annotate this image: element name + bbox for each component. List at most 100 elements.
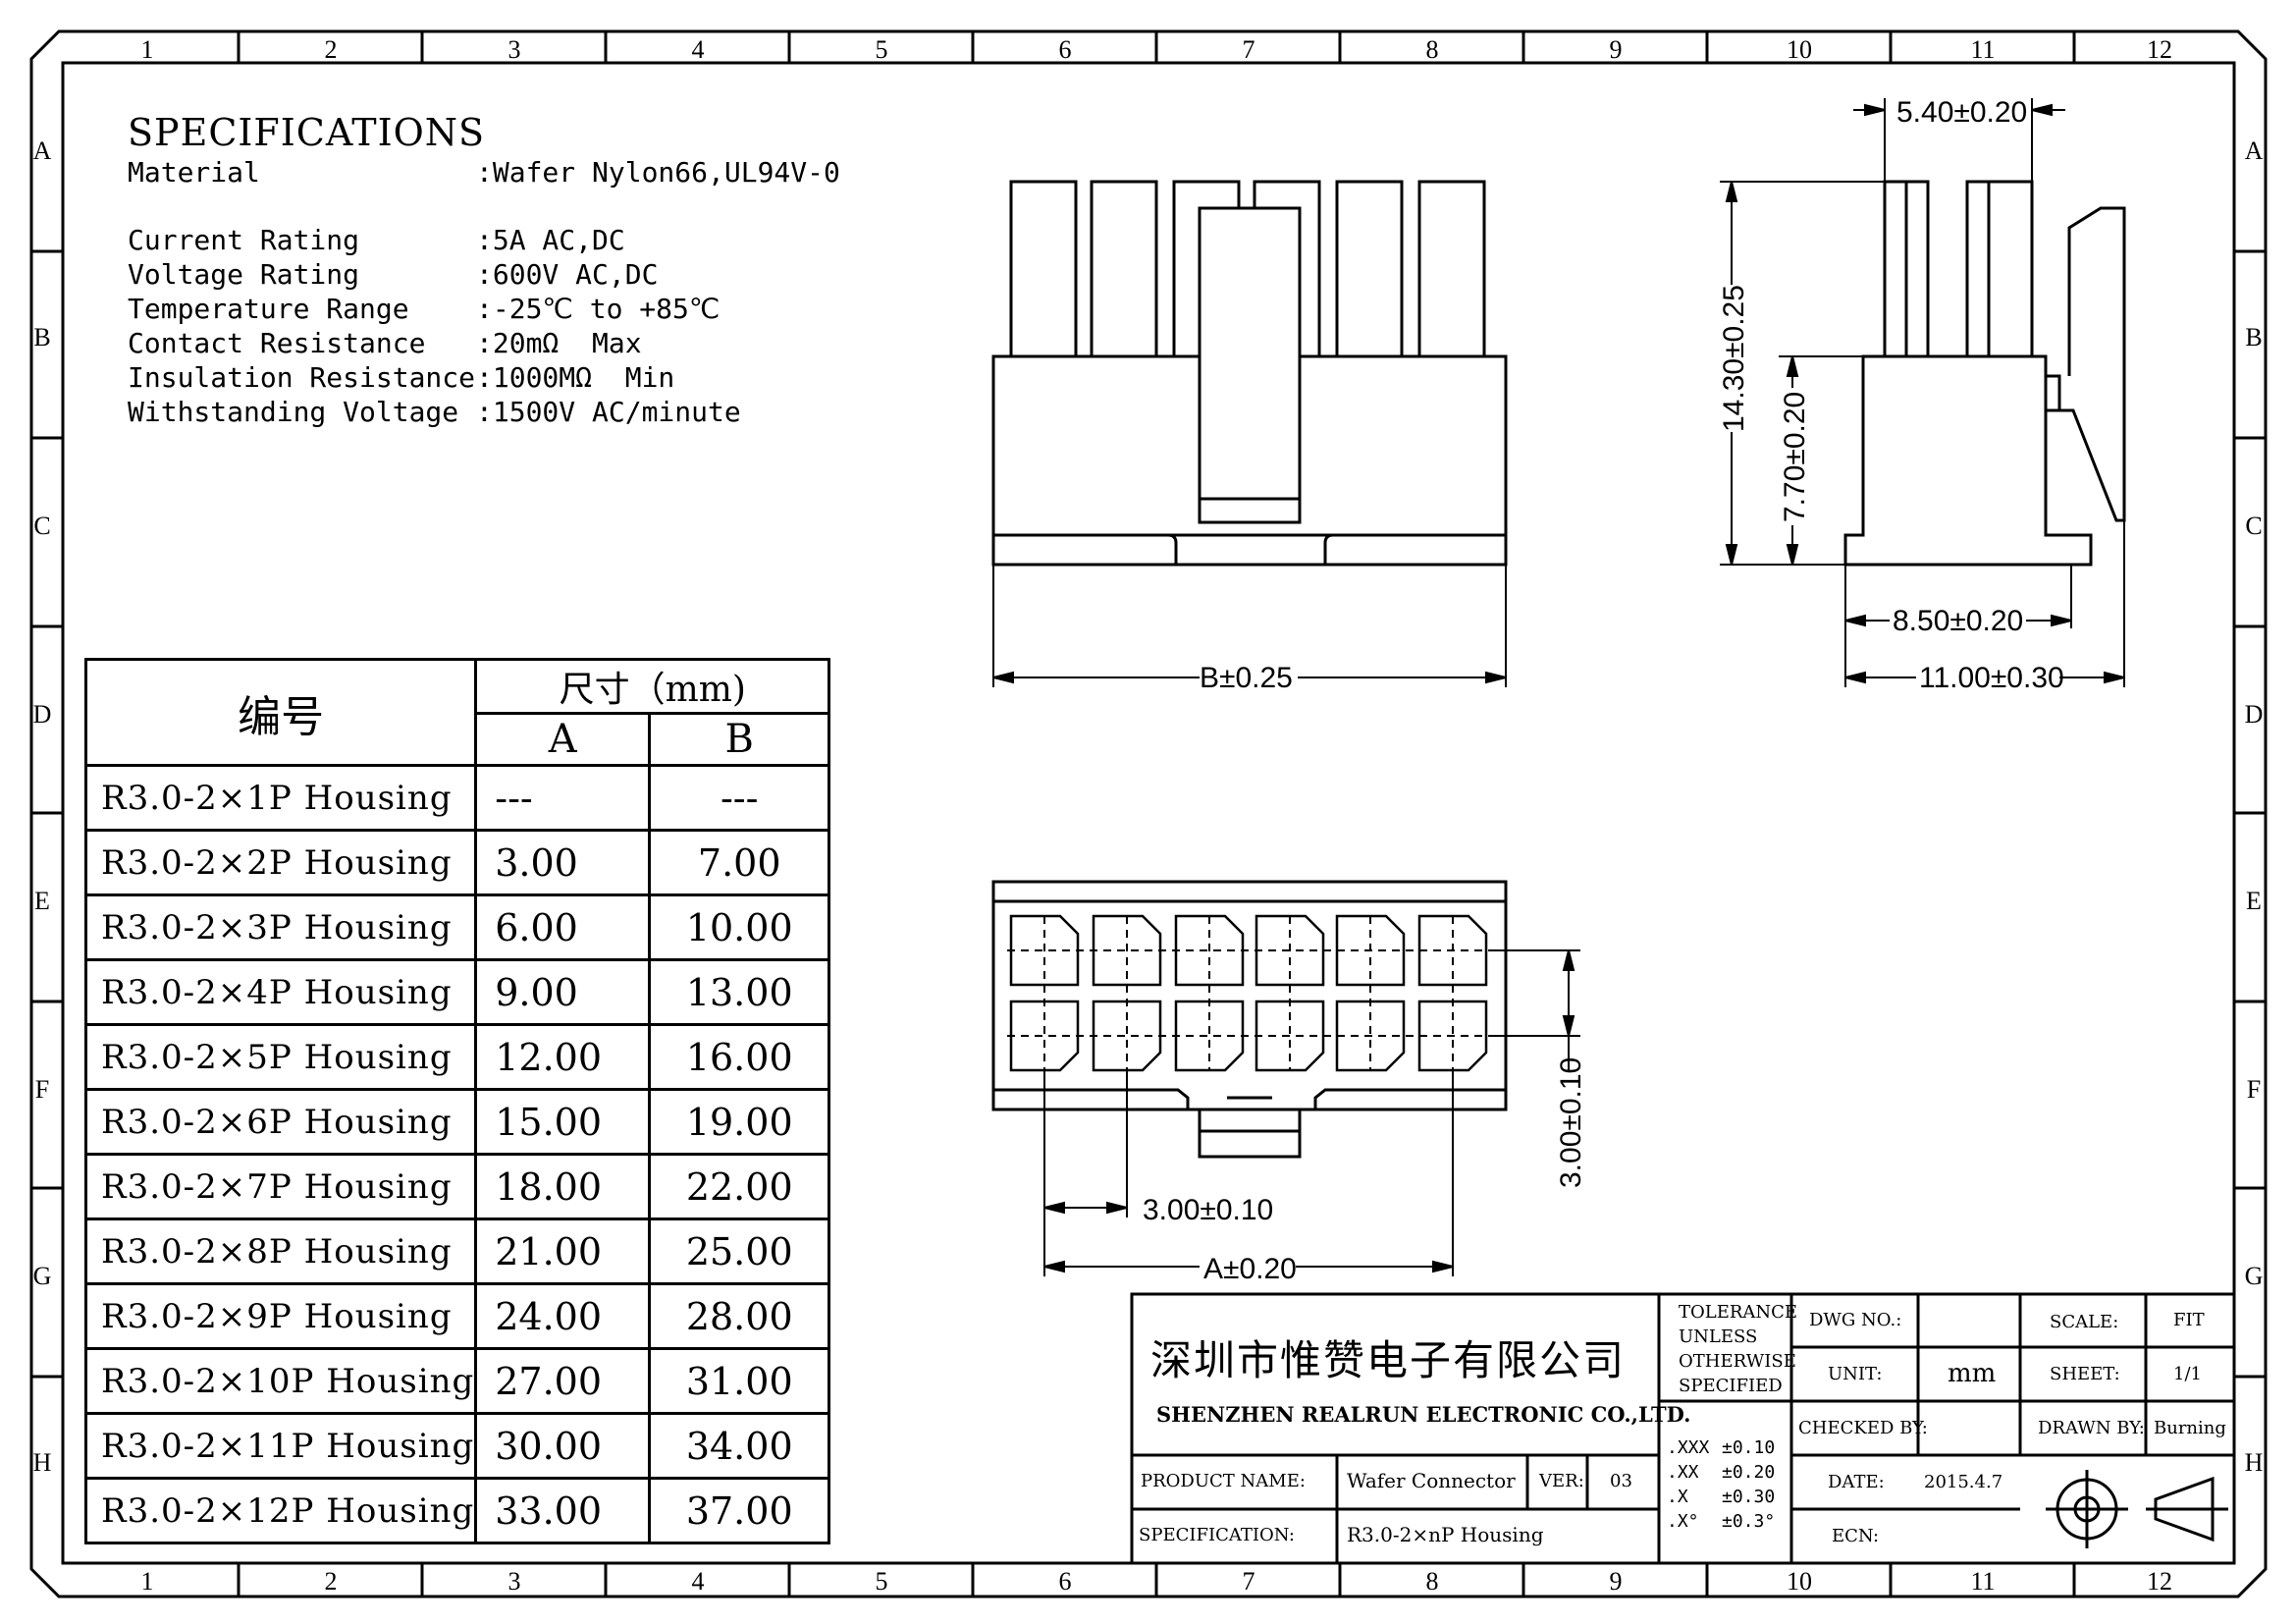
tolerance-heading: TOLERANCE UNLESS OTHERWISE SPECIFIED bbox=[1679, 1300, 1797, 1398]
spec-value: :1500V AC/minute bbox=[476, 396, 741, 428]
spec-value: :-25℃ to +85℃ bbox=[476, 293, 721, 325]
row-label-right-a: A bbox=[2245, 136, 2264, 165]
housing-name: R3.0-2×1P Housing bbox=[83, 764, 478, 832]
bottom-view-cavities bbox=[1009, 914, 1488, 1072]
housing-name: R3.0-2×2P Housing bbox=[83, 829, 478, 896]
tolerance-value: ±0.10 bbox=[1722, 1437, 1776, 1458]
tolerance-key: .X bbox=[1667, 1487, 1688, 1507]
date-value: 2015.4.7 bbox=[1924, 1472, 2003, 1492]
dim-side-width-inner: 8.50±0.20 bbox=[1893, 605, 2023, 637]
spec-value: :600V AC,DC bbox=[476, 258, 659, 291]
specifications-title: SPECIFICATIONS bbox=[128, 111, 486, 154]
col-label-bottom-3: 3 bbox=[508, 1567, 521, 1596]
spec-label: Current Rating bbox=[128, 224, 360, 256]
row-label-right-c: C bbox=[2245, 512, 2262, 540]
row-label-right-b: B bbox=[2245, 323, 2262, 352]
col-label-bottom-7: 7 bbox=[1243, 1567, 1255, 1596]
checked-by-label: CHECKED BY: bbox=[1798, 1418, 1928, 1438]
col-label-bottom-11: 11 bbox=[1970, 1567, 1995, 1596]
value-a: 9.00 bbox=[474, 958, 652, 1026]
value-b: --- bbox=[648, 764, 831, 832]
row-label-left-c: C bbox=[33, 512, 50, 540]
title-block-grid bbox=[1130, 1292, 2236, 1565]
header-number: 编号 bbox=[83, 658, 478, 767]
housing-name: R3.0-2×12P Housing bbox=[83, 1477, 478, 1544]
dim-side-top-width: 5.40±0.20 bbox=[1896, 96, 2027, 129]
unit-label: UNIT: bbox=[1828, 1364, 1883, 1384]
specifications-block: SPECIFICATIONS Material :Wafer Nylon66,U… bbox=[128, 110, 840, 429]
housing-name: R3.0-2×4P Housing bbox=[83, 958, 478, 1026]
row-label-left-g: G bbox=[33, 1262, 52, 1290]
product-name-value: Wafer Connector bbox=[1347, 1469, 1516, 1492]
value-a: 18.00 bbox=[474, 1153, 652, 1220]
value-b: 7.00 bbox=[648, 829, 831, 896]
value-b: 25.00 bbox=[648, 1218, 831, 1285]
col-label-bottom-10: 10 bbox=[1787, 1567, 1812, 1596]
col-label-top-1: 1 bbox=[141, 35, 154, 64]
tolerance-key: .XX bbox=[1667, 1462, 1699, 1483]
housing-name: R3.0-2×3P Housing bbox=[83, 893, 478, 961]
dim-pin-pitch: 3.00±0.10 bbox=[1143, 1194, 1273, 1226]
housing-name: R3.0-2×10P Housing bbox=[83, 1347, 478, 1415]
spec-value: :20mΩ Max bbox=[476, 327, 642, 359]
spec-value: :1000MΩ Min bbox=[476, 361, 675, 394]
col-label-bottom-4: 4 bbox=[692, 1567, 705, 1596]
value-b: 16.00 bbox=[648, 1023, 831, 1091]
value-b: 34.00 bbox=[648, 1412, 831, 1480]
col-label-top-7: 7 bbox=[1243, 35, 1255, 64]
row-label-left-a: A bbox=[33, 136, 52, 165]
value-b: 13.00 bbox=[648, 958, 831, 1026]
row-label-right-e: E bbox=[2246, 887, 2262, 915]
row-label-right-d: D bbox=[2245, 700, 2264, 729]
col-label-top-11: 11 bbox=[1970, 35, 1995, 64]
col-label-top-4: 4 bbox=[692, 35, 705, 64]
ver-value: 03 bbox=[1610, 1471, 1632, 1491]
specification-value: R3.0-2×nP Housing bbox=[1347, 1523, 1544, 1546]
scale-value: FIT bbox=[2173, 1310, 2205, 1330]
spec-row-material: Material :Wafer Nylon66,UL94V-0 bbox=[128, 155, 840, 189]
value-b: 31.00 bbox=[648, 1347, 831, 1415]
housing-name: R3.0-2×7P Housing bbox=[83, 1153, 478, 1220]
dim-side-width-outer: 11.00±0.30 bbox=[1919, 662, 2064, 694]
spec-row-withstanding-voltage: Withstanding Voltage :1500V AC/minute bbox=[128, 395, 840, 429]
bottom-view bbox=[991, 880, 1508, 1159]
value-a: 12.00 bbox=[474, 1023, 652, 1091]
row-label-left-b: B bbox=[33, 323, 50, 352]
product-name-label: PRODUCT NAME: bbox=[1141, 1471, 1306, 1491]
zone-ticks bbox=[31, 31, 2266, 1597]
tolerance-key: .X° bbox=[1667, 1511, 1699, 1532]
sheet-label: SHEET: bbox=[2050, 1364, 2120, 1384]
spec-row-insulation-resistance: Insulation Resistance :1000MΩ Min bbox=[128, 360, 840, 395]
side-view bbox=[1843, 180, 2126, 567]
housing-name: R3.0-2×9P Housing bbox=[83, 1282, 478, 1350]
col-label-bottom-5: 5 bbox=[876, 1567, 888, 1596]
spec-label: Contact Resistance bbox=[128, 327, 426, 359]
value-b: 10.00 bbox=[648, 893, 831, 961]
row-label-left-f: F bbox=[35, 1075, 49, 1104]
col-label-top-6: 6 bbox=[1059, 35, 1072, 64]
unit-value: mm bbox=[1948, 1359, 1997, 1388]
col-label-top-2: 2 bbox=[325, 35, 338, 64]
tolerance-line: OTHERWISE bbox=[1679, 1351, 1796, 1372]
ecn-label: ECN: bbox=[1832, 1526, 1880, 1546]
tolerance-table: .XXX±0.10 .XX±0.20 .X±0.30 .X°±0.3° bbox=[1667, 1435, 1775, 1534]
housing-name: R3.0-2×8P Housing bbox=[83, 1218, 478, 1285]
spec-row-current: Current Rating :5A AC,DC bbox=[128, 223, 840, 257]
dim-row-pitch: 3.00±0.10 bbox=[1555, 1057, 1587, 1188]
tolerance-value: ±0.20 bbox=[1722, 1462, 1776, 1483]
specification-label: SPECIFICATION: bbox=[1139, 1525, 1295, 1545]
value-a: 21.00 bbox=[474, 1218, 652, 1285]
col-label-bottom-2: 2 bbox=[325, 1567, 338, 1596]
bottom-view-dims bbox=[1043, 949, 1580, 1276]
tolerance-line: TOLERANCE bbox=[1679, 1302, 1798, 1323]
spec-label: Temperature Range bbox=[128, 293, 409, 325]
spec-value: :5A AC,DC bbox=[476, 224, 625, 256]
